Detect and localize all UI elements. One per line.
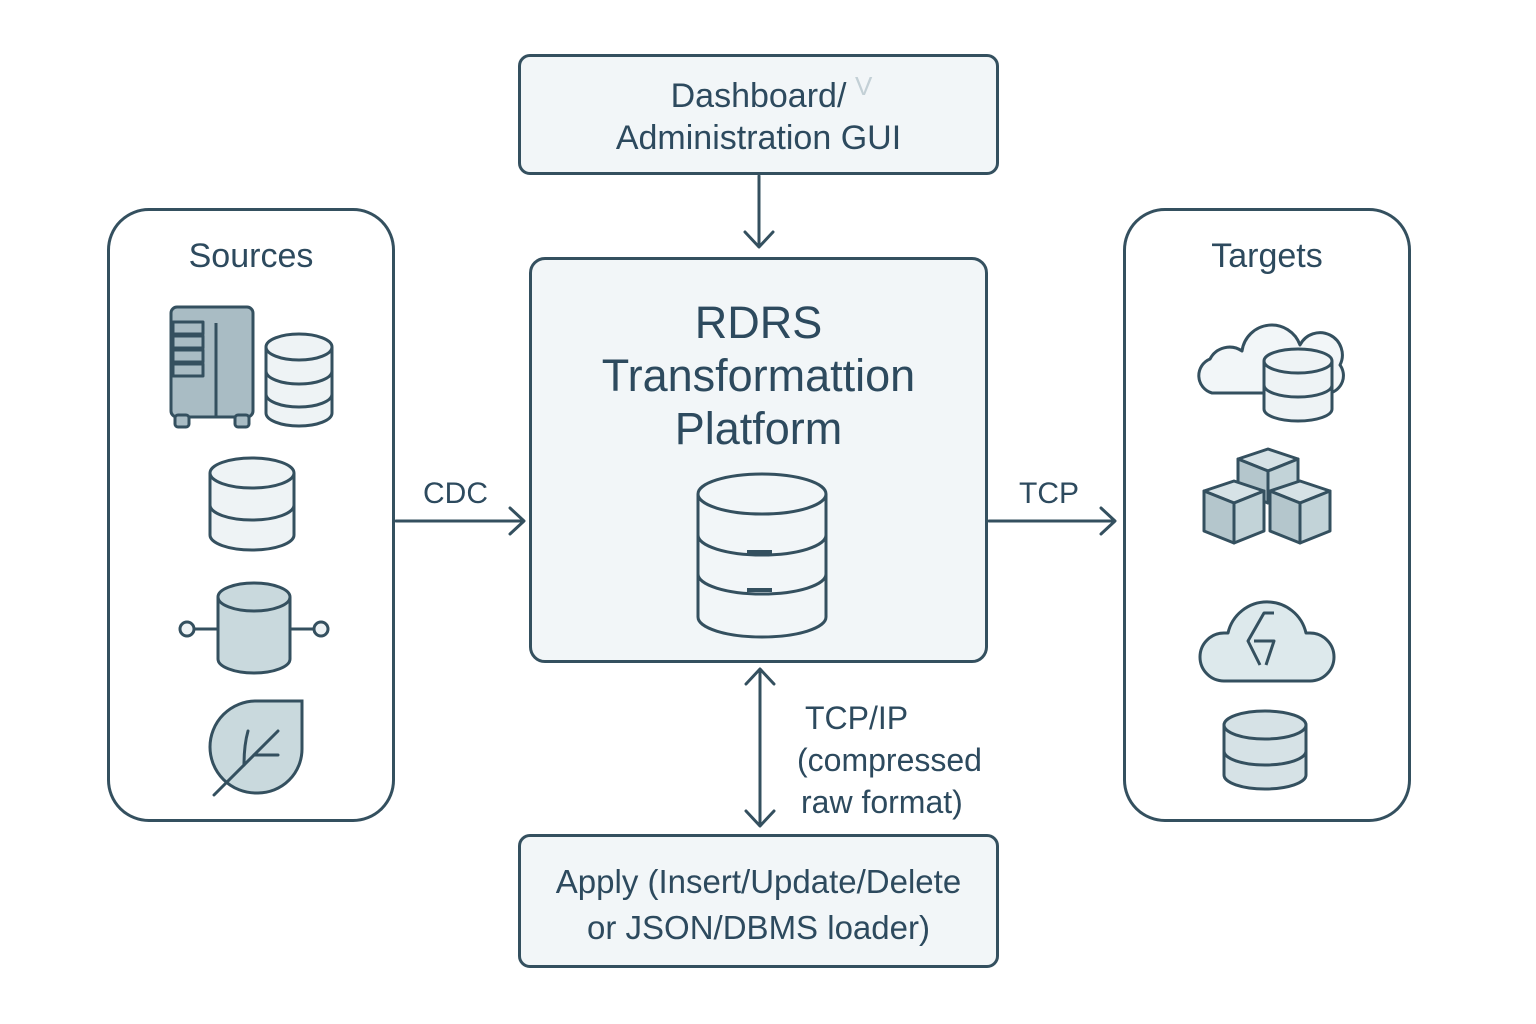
arrow-platform-apply-bidirectional [744, 667, 776, 828]
dashboard-label-line1: Dashboard/ [670, 77, 847, 115]
tcpip-label-line3: raw format) [801, 784, 963, 820]
targets-title: Targets [1211, 237, 1323, 275]
platform-title-line2: Transformattion [601, 350, 916, 401]
dashboard-label: Dashboard/ Administration GUI [521, 75, 996, 159]
apply-label: Apply (Insert/Update/Delete or JSON/DBMS… [521, 859, 996, 951]
apply-label-line2: or JSON/DBMS loader) [587, 909, 930, 946]
tcpip-label-line1: TCP/IP [805, 700, 909, 736]
arrow-dashboard-to-platform [743, 174, 775, 249]
cloud-database-icon [1197, 323, 1345, 423]
platform-title: RDRS Transformattion Platform [532, 296, 985, 455]
database-icon [264, 332, 334, 428]
tcpip-label-line2: (compressed [797, 742, 982, 778]
database-icon [696, 472, 828, 639]
arrow-platform-to-targets [987, 506, 1117, 536]
faint-check-mark: V [855, 71, 873, 101]
connected-database-icon [178, 581, 330, 675]
sources-panel: Sources [107, 208, 395, 822]
sources-title: Sources [188, 237, 314, 275]
leaf-icon [208, 699, 304, 797]
database-icon [208, 456, 296, 552]
platform-title-line3: Platform [674, 403, 843, 454]
targets-panel: Targets [1123, 208, 1411, 822]
server-tower-icon [169, 305, 255, 429]
cubes-icon [1202, 447, 1332, 545]
rdrs-platform-box: RDRS Transformattion Platform [529, 257, 988, 663]
tcpip-label: TCP/IP (compressed raw format) [797, 697, 982, 823]
dashboard-label-line2: Administration GUI [615, 119, 902, 157]
arrow-sources-to-platform [394, 506, 526, 536]
apply-label-line1: Apply (Insert/Update/Delete [555, 863, 962, 900]
dashboard-admin-gui-box: Dashboard/ Administration GUI V [518, 54, 999, 175]
database-icon [1222, 709, 1308, 791]
tcp-label: TCP [1019, 477, 1079, 510]
platform-title-line1: RDRS [694, 297, 823, 348]
cloud-lightning-icon [1198, 600, 1336, 683]
apply-loader-box: Apply (Insert/Update/Delete or JSON/DBMS… [518, 834, 999, 968]
cdc-label: CDC [423, 477, 488, 510]
